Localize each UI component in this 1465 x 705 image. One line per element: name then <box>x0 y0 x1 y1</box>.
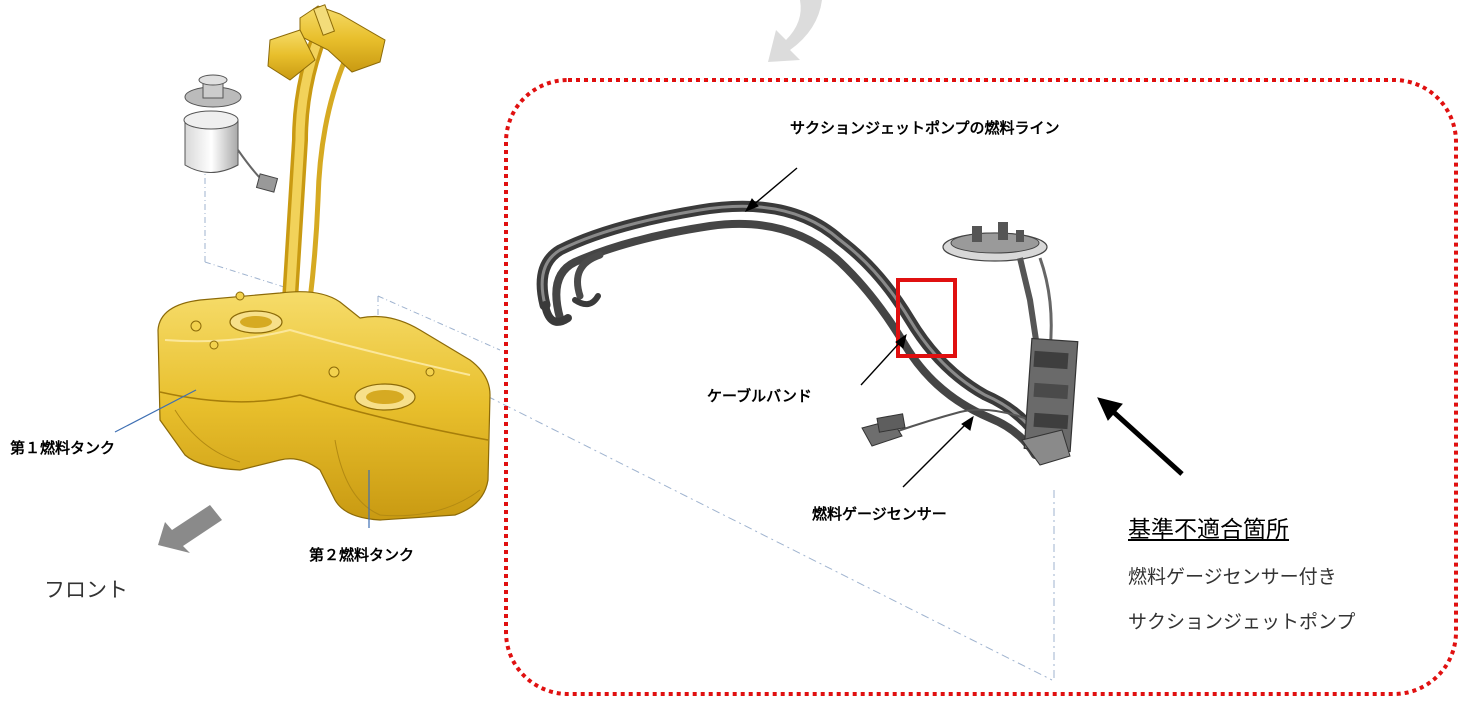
front-arrow <box>158 505 222 553</box>
pump-module <box>942 222 1079 466</box>
top-gray-arrow <box>768 0 822 62</box>
noncompliance-line1: 燃料ゲージセンサー付き <box>1128 566 1337 588</box>
label-tank2: 第２燃料タンク <box>309 546 415 564</box>
label-front: フロント <box>44 578 128 602</box>
noncompliance-line2: サクションジェットポンプ <box>1128 611 1356 633</box>
tank1-leader <box>114 389 197 433</box>
gauge-sensor-wire <box>861 408 1031 447</box>
fuel-tank-assembly <box>157 4 491 521</box>
noncompliance-heading: 基準不適合箇所 <box>1128 517 1289 543</box>
cable-band-highlight-box <box>896 278 957 358</box>
label-suction-fuel-line: サクションジェットポンプの燃料ライン <box>790 119 1060 137</box>
label-cable-band: ケーブルバンド <box>707 387 812 405</box>
leader-arrows <box>744 167 1184 488</box>
label-fuel-gauge-sensor: 燃料ゲージセンサー <box>812 505 947 523</box>
detail-callout-border <box>504 78 1458 696</box>
label-tank1: 第１燃料タンク <box>10 439 116 457</box>
